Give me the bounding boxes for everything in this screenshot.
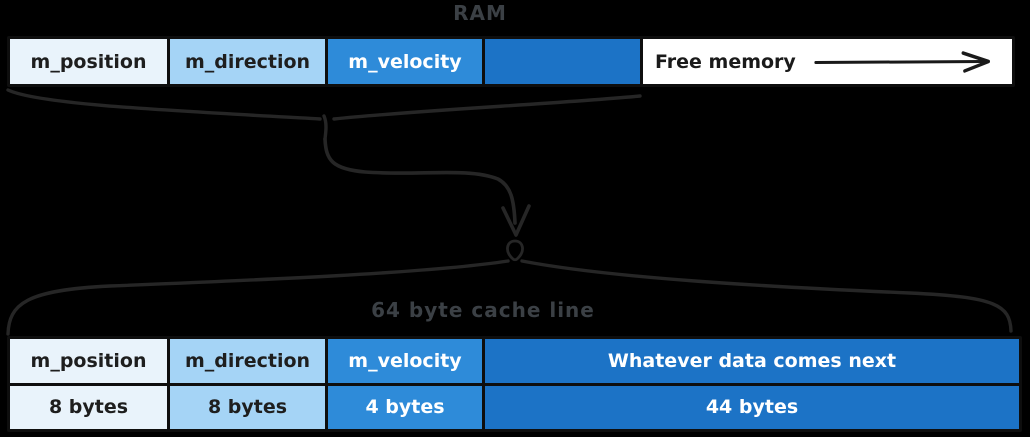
ram-segment-unlabeled: [482, 39, 640, 84]
right-arrow-icon: [814, 50, 990, 73]
cache-size-m-velocity: 4 bytes: [325, 385, 482, 429]
ram-bar: m_position m_direction m_velocity Free m…: [7, 36, 1015, 87]
cache-cell-whatever-data: Whatever data comes next: [482, 339, 1019, 383]
cache-cell-m-direction: m_direction: [167, 339, 325, 383]
segment-label: m_direction: [184, 50, 311, 73]
flow-arrow-icon: [323, 137, 531, 237]
ram-underbrace: [6, 88, 642, 141]
segment-label: m_position: [30, 50, 147, 73]
cache-cell-m-velocity: m_velocity: [325, 339, 482, 383]
cell-size: 44 bytes: [705, 396, 799, 419]
cell-size: 4 bytes: [365, 396, 445, 419]
free-memory-label: Free memory: [655, 50, 796, 73]
ram-title: RAM: [453, 1, 507, 25]
ram-segment-m-velocity: m_velocity: [325, 39, 482, 84]
cell-size: 8 bytes: [48, 396, 129, 419]
ram-segment-free-memory: Free memory: [640, 39, 1012, 84]
cell-label: m_position: [30, 349, 147, 372]
segment-label: m_velocity: [348, 50, 462, 73]
ram-segment-m-direction: m_direction: [167, 39, 325, 84]
cache-size-m-position: 8 bytes: [10, 385, 167, 429]
cell-label: m_direction: [184, 349, 311, 372]
cache-line-title: 64 byte cache line: [371, 298, 595, 322]
cache-line-label-row: m_position m_direction m_velocity Whatev…: [10, 339, 1019, 383]
cell-size: 8 bytes: [207, 396, 288, 419]
cell-label: m_velocity: [348, 349, 462, 372]
cell-label: Whatever data comes next: [607, 349, 897, 372]
cache-line-size-row: 8 bytes 8 bytes 4 bytes 44 bytes: [10, 382, 1019, 429]
cache-size-whatever-data: 44 bytes: [482, 385, 1019, 429]
ram-segment-m-position: m_position: [10, 39, 167, 84]
cache-size-m-direction: 8 bytes: [167, 385, 325, 429]
brace-loop: [506, 239, 524, 262]
cache-line-table: m_position m_direction m_velocity Whatev…: [7, 336, 1022, 432]
cache-cell-m-position: m_position: [10, 339, 167, 383]
